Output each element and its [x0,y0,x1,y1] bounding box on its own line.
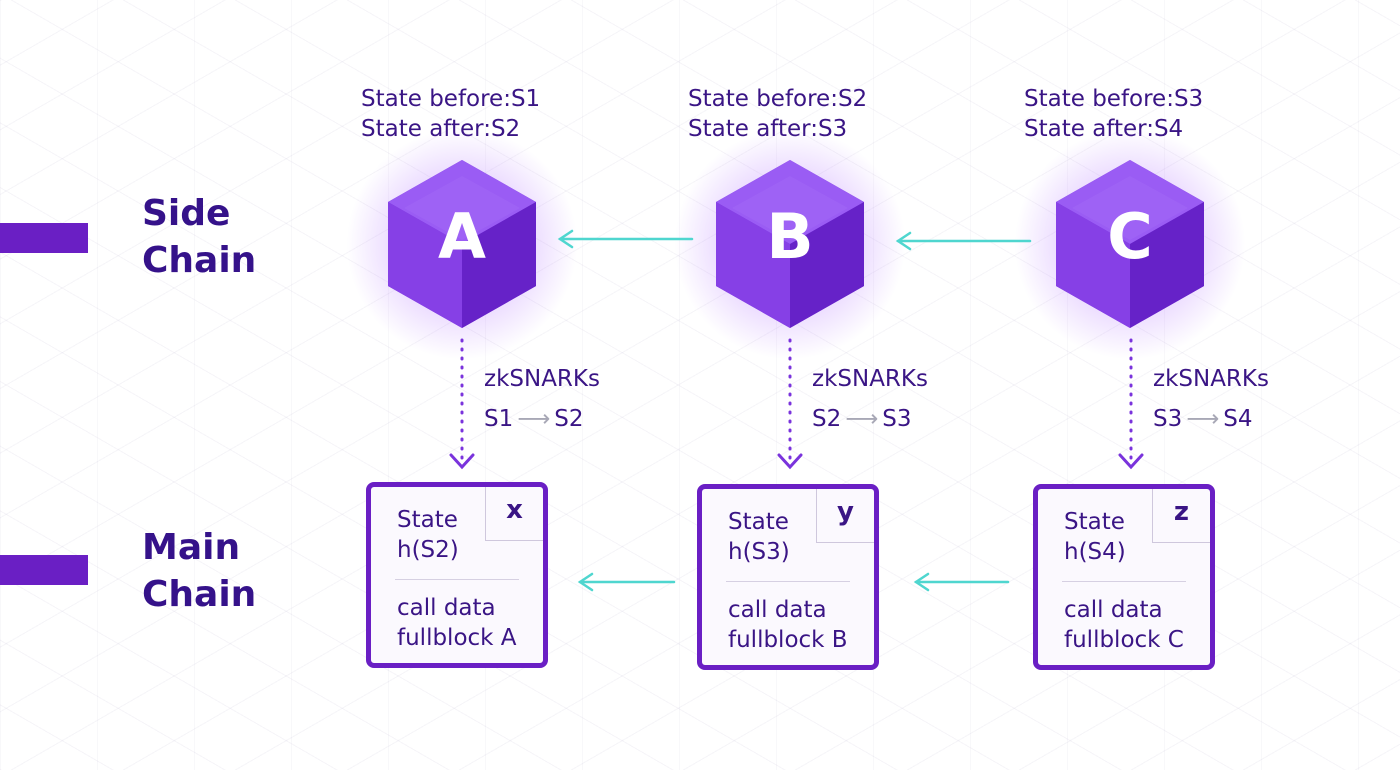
block-c-state-before: State before:S3 [1024,86,1204,112]
block-b-transition-arrow-icon: ⟶ [845,406,879,432]
block-a-box-hash: h(S2) [397,537,459,563]
block-b-box-call-data: call data [728,597,827,623]
block-b-letter: B [766,200,814,273]
block-a-transition: S1⟶S2 [484,404,583,434]
block-c-cube-icon [1056,160,1204,328]
block-c-box-state-label: State [1064,509,1125,535]
block-c-box-corner-label: z [1152,489,1210,543]
block-a-cube-icon [388,160,536,328]
side-chain-label: Side Chain [142,190,256,284]
block-a-box-fullblock: fullblock A [397,625,517,651]
block-a-letter: A [438,200,486,273]
block-c-box-hash: h(S4) [1064,539,1126,565]
side-chain-label-line1: Side [142,193,231,234]
side-chain-label-line2: Chain [142,240,257,281]
block-b-mainchain-box: y State h(S3) call data fullblock B [697,484,879,670]
block-c-transition: S3⟶S4 [1153,404,1252,434]
block-c-box-fullblock: fullblock C [1064,627,1184,653]
block-c-letter: C [1107,200,1153,273]
block-c-proof-label: zkSNARKs [1153,366,1269,392]
block-a-to-state: S2 [554,406,584,432]
block-c-transition-arrow-icon: ⟶ [1186,406,1220,432]
block-c-box-divider [1062,581,1186,582]
block-a-transition-arrow-icon: ⟶ [517,406,551,432]
side-chain-arrow-b-to-a [557,229,694,249]
block-b-from-state: S2 [812,406,842,432]
block-b-box-corner-label: y [816,489,874,543]
block-a-from-state: S1 [484,406,514,432]
proof-arrow-b [777,338,803,470]
block-a-box-state-label: State [397,507,458,533]
main-chain-label: Main Chain [142,524,256,618]
block-b-box-state-label: State [728,509,789,535]
block-a-box-call-data: call data [397,595,496,621]
proof-arrow-c [1118,338,1144,470]
main-chain-label-line2: Chain [142,574,257,615]
block-a-box-corner-label: x [485,487,543,541]
block-b-proof-label: zkSNARKs [812,366,928,392]
block-a-proof-label: zkSNARKs [484,366,600,392]
side-chain-arrow-c-to-b [895,231,1032,251]
block-b-transition: S2⟶S3 [812,404,911,434]
block-c-box-call-data: call data [1064,597,1163,623]
block-c-mainchain-box: z State h(S4) call data fullblock C [1033,484,1215,670]
main-chain-arrow-y-to-x [577,572,676,592]
main-chain-label-line1: Main [142,527,241,568]
block-b-to-state: S3 [882,406,912,432]
proof-arrow-a [449,338,475,470]
block-b-box-divider [726,581,850,582]
block-b-box-hash: h(S3) [728,539,790,565]
main-chain-bar [0,555,88,585]
main-chain-arrow-z-to-y [913,572,1010,592]
side-chain-bar [0,223,88,253]
block-b-state-before: State before:S2 [688,86,868,112]
block-a-state-before: State before:S1 [361,86,541,112]
block-b-box-fullblock: fullblock B [728,627,848,653]
block-c-from-state: S3 [1153,406,1183,432]
block-c-to-state: S4 [1223,406,1253,432]
block-b-cube-icon [716,160,864,328]
block-a-box-divider [395,579,519,580]
block-a-mainchain-box: x State h(S2) call data fullblock A [366,482,548,668]
